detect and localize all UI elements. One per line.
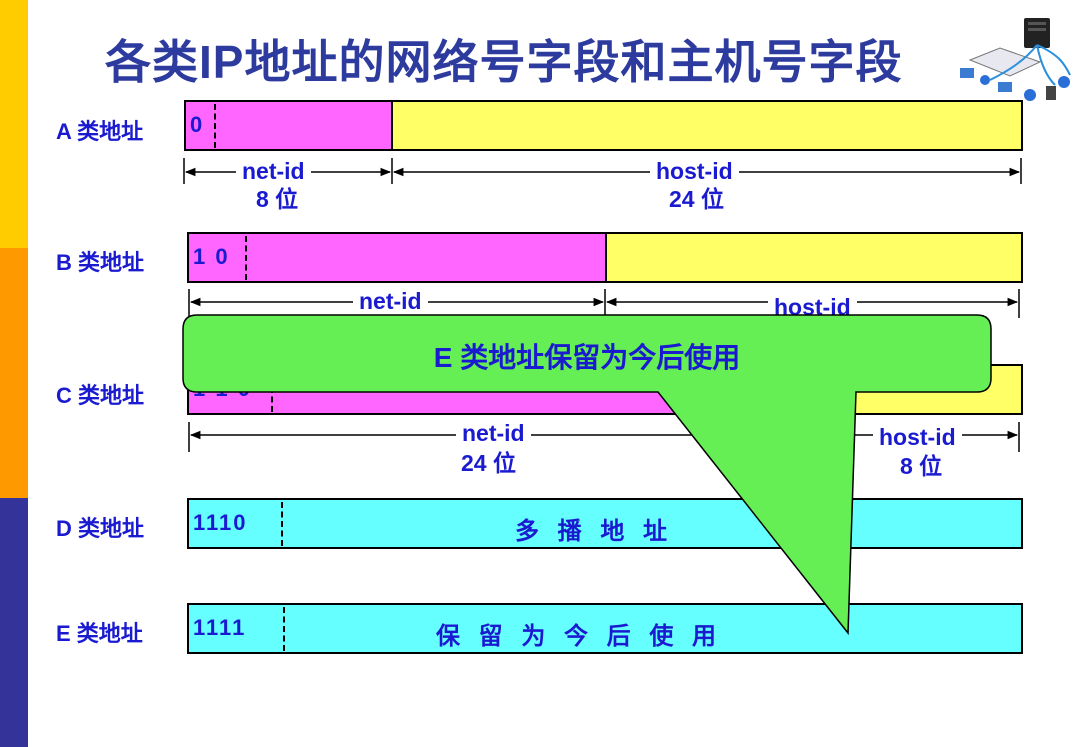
row-e-bar: 1111 保 留 为 今 后 使 用 xyxy=(187,603,1023,654)
row-a-bar: 0 xyxy=(184,100,1023,151)
row-a-net-segment xyxy=(186,102,393,149)
sidebar-stripe-yellow xyxy=(0,0,28,248)
row-e-text: 保 留 为 今 后 使 用 xyxy=(435,623,722,650)
row-c-label: C 类地址 xyxy=(56,383,145,408)
row-d-dash xyxy=(281,502,283,546)
row-d-bits: 1110 xyxy=(193,510,248,535)
row-a-host-bits: 24 位 xyxy=(669,186,724,212)
row-e-dash xyxy=(283,607,285,651)
row-b-host-label: host-id xyxy=(768,294,857,320)
row-b-bits: 1 0 xyxy=(193,244,230,269)
row-b-label: B 类地址 xyxy=(56,250,145,275)
row-d-label: D 类地址 xyxy=(56,516,145,541)
row-b-net-segment xyxy=(189,234,607,281)
row-c-host-label: host-id xyxy=(873,424,962,450)
row-b-bar: 1 0 xyxy=(187,232,1023,283)
row-c-host-bits: 8 位 xyxy=(900,453,943,479)
row-a-bits: 0 xyxy=(190,112,205,137)
row-b-host-segment xyxy=(607,234,1021,281)
row-a-label: A 类地址 xyxy=(56,119,144,144)
row-c-net-label: net-id xyxy=(456,420,531,446)
row-e-label: E 类地址 xyxy=(56,621,143,646)
page-title: 各类IP地址的网络号字段和主机号字段 xyxy=(105,36,903,88)
sidebar-stripe-orange xyxy=(0,248,28,498)
row-b-dash xyxy=(245,236,247,280)
row-a-host-label: host-id xyxy=(650,158,739,184)
row-e-bits: 1111 xyxy=(193,615,247,640)
sidebar-stripe-blue xyxy=(0,498,28,747)
callout-text: E 类地址保留为今后使用 xyxy=(433,342,741,373)
row-d-text: 多 播 地 址 xyxy=(514,518,673,545)
row-c-net-bits: 24 位 xyxy=(461,450,516,476)
row-d-bar: 1110 多 播 地 址 xyxy=(187,498,1023,549)
row-a-host-segment xyxy=(393,102,1021,149)
row-a-net-bits: 8 位 xyxy=(256,186,299,212)
row-a-net-label: net-id xyxy=(236,158,311,184)
row-a-dash xyxy=(214,104,216,148)
row-b-net-label: net-id xyxy=(353,288,428,314)
row-c-bits: 1 1 0 xyxy=(193,376,252,401)
